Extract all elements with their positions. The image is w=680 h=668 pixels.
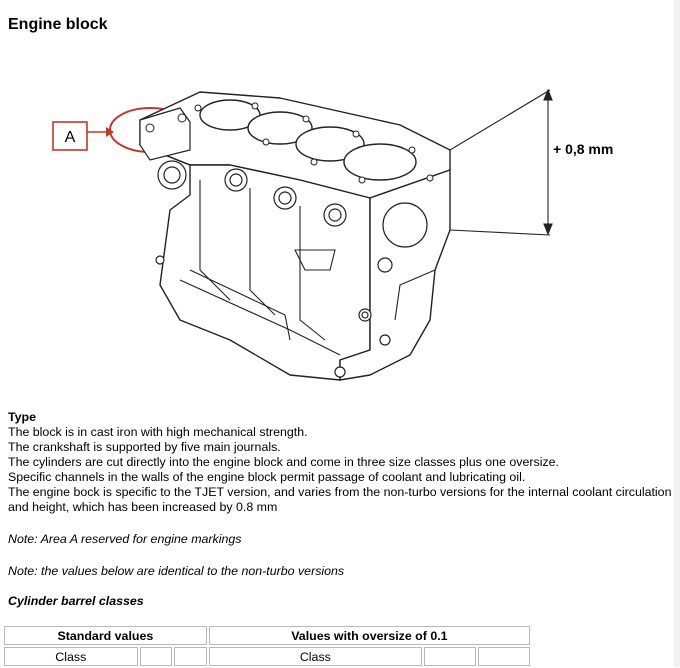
- header-oversize: Values with oversize of 0.1: [208, 626, 530, 645]
- type-heading: Type: [8, 410, 36, 424]
- engine-block-figure: A: [52, 88, 613, 381]
- class-label: Class: [208, 647, 422, 666]
- class-label: Class: [4, 647, 138, 666]
- type-line: The cylinders are cut directly into the …: [8, 455, 559, 469]
- table-cell: [423, 647, 476, 666]
- table-cell: [477, 647, 530, 666]
- cylinder-heading: Cylinder barrel classes: [8, 594, 144, 608]
- type-line: Specific channels in the walls of the en…: [8, 470, 526, 484]
- note-values: Note: the values below are identical to …: [8, 564, 345, 578]
- table-cell: [174, 647, 207, 666]
- note-area-a: Note: Area A reserved for engine marking…: [8, 532, 242, 546]
- cylinder-classes-table: Standard values Values with oversize of …: [2, 624, 532, 668]
- type-section: Type The block is in cast iron with high…: [8, 410, 672, 515]
- table-header-row: Standard values Values with oversize of …: [4, 626, 530, 645]
- type-line: The crankshaft is supported by five main…: [8, 440, 281, 454]
- type-line: The block is in cast iron with high mech…: [8, 425, 308, 439]
- page-title: Engine block: [8, 16, 108, 33]
- table-cell: [139, 647, 173, 666]
- type-line: The engine bock is specific to the TJET …: [8, 485, 672, 514]
- callout-label: A: [65, 129, 76, 146]
- vertical-scrollbar[interactable]: [674, 0, 680, 667]
- header-standard: Standard values: [4, 626, 207, 645]
- table-row: Class Class: [4, 647, 530, 666]
- callout-box: [52, 121, 88, 151]
- dimension-label: + 0,8 mm: [553, 141, 613, 157]
